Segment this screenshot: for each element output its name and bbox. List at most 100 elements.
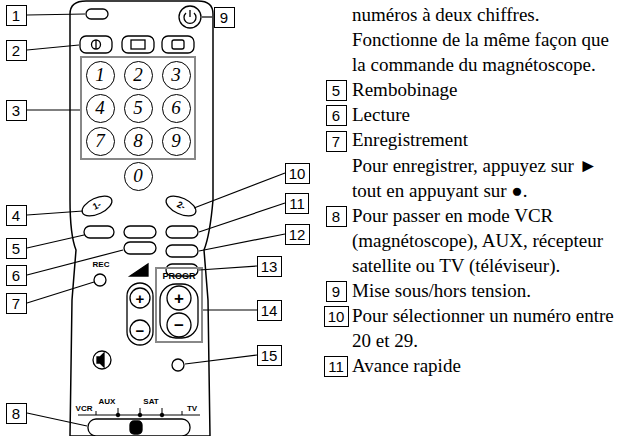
volume-up xyxy=(130,288,150,308)
mode-switch xyxy=(88,419,190,436)
node-text: 10 xyxy=(289,165,306,182)
leader-lines xyxy=(199,203,285,232)
leader-lines xyxy=(27,250,123,275)
node-text: 11 xyxy=(328,358,344,375)
callout-number: 1 xyxy=(6,5,27,26)
node-text: 5 xyxy=(332,82,340,99)
program-rocker xyxy=(160,284,198,338)
small-button xyxy=(172,359,184,371)
callout-number: 7 xyxy=(326,131,347,152)
node-text: 7 xyxy=(332,133,340,150)
node-text: 14 xyxy=(261,302,278,319)
remote-buttons xyxy=(79,6,202,436)
leader-lines xyxy=(27,235,84,248)
button-label: 1- xyxy=(91,200,102,212)
callout-number: 10 xyxy=(324,306,349,327)
leader-lines xyxy=(27,211,83,215)
callout-number: 11 xyxy=(324,356,348,377)
switch-label: SAT xyxy=(143,398,158,406)
button-label: 2- xyxy=(175,200,186,212)
program-down xyxy=(167,313,191,337)
node-text: 9 xyxy=(220,9,228,26)
button-icon xyxy=(95,40,96,49)
leader-lines xyxy=(203,309,257,310)
digit-prefix-button xyxy=(163,192,199,220)
volume-rocker xyxy=(127,283,153,345)
program-sign: − xyxy=(174,317,184,334)
callout-number: 12 xyxy=(285,224,310,245)
node-text: 5 xyxy=(12,240,20,257)
callout-number: 9 xyxy=(326,281,347,302)
callout-number: 5 xyxy=(326,80,347,101)
leader-lines xyxy=(27,282,94,303)
leader-lines xyxy=(27,413,87,426)
node-text: 6 xyxy=(12,267,20,284)
callout-number: 6 xyxy=(326,105,347,126)
node-text: 10 xyxy=(328,308,345,325)
digit-button: 5 xyxy=(124,94,153,123)
callout-number: 11 xyxy=(285,193,309,214)
digit-button: 9 xyxy=(162,127,191,156)
stop-button xyxy=(166,245,198,257)
switch-bracket xyxy=(78,408,200,417)
play-button xyxy=(124,242,156,254)
callout-number: 6 xyxy=(6,265,27,286)
mute-icon xyxy=(97,353,104,367)
switch-label: AUX xyxy=(99,398,116,406)
description-text: Pour passer en mode VCR (magnétoscope), … xyxy=(352,203,624,278)
button-icon xyxy=(172,40,184,49)
program-sign: + xyxy=(174,290,184,307)
digit-button: 4 xyxy=(86,94,115,123)
callout-number: 13 xyxy=(257,256,282,277)
remote-body xyxy=(70,1,213,436)
leader-lines xyxy=(27,109,80,110)
program-group-frame xyxy=(156,268,202,342)
leader-lines xyxy=(202,16,212,17)
volume-sign: + xyxy=(136,291,145,306)
node-text: 4 xyxy=(12,207,20,224)
node-text: 11 xyxy=(289,195,305,212)
node-text: 7 xyxy=(12,295,20,312)
callout-number: 10 xyxy=(285,163,310,184)
toggle-switch xyxy=(86,9,108,19)
node-text: 5 xyxy=(133,97,143,119)
node-text: 1 xyxy=(95,64,105,86)
top-button xyxy=(162,36,194,53)
digit-button: 0 xyxy=(124,162,153,191)
button-icon xyxy=(131,40,145,49)
digit-button: 7 xyxy=(86,127,115,156)
node-text: 1 xyxy=(12,7,20,24)
digit-button: 6 xyxy=(162,94,191,123)
button-label: REC xyxy=(93,261,110,269)
node-text: 9 xyxy=(171,130,181,152)
callout-number: 8 xyxy=(326,206,347,227)
leader-lines xyxy=(185,355,257,364)
callout-number: 2 xyxy=(6,40,27,61)
fast-forward-button xyxy=(166,226,198,238)
node-text: 15 xyxy=(261,347,278,364)
switch-label: TV xyxy=(187,405,197,413)
button-label: PROGR xyxy=(162,272,195,281)
transport-button xyxy=(124,226,156,238)
program-up xyxy=(167,286,191,310)
digit-prefix-button xyxy=(79,192,115,220)
top-button xyxy=(80,36,112,53)
callout-number: 5 xyxy=(6,238,27,259)
node-text: 13 xyxy=(261,258,278,275)
callout-number: 3 xyxy=(6,100,27,121)
leader-lines xyxy=(27,14,285,426)
mute-button xyxy=(93,351,111,369)
volume-symbol xyxy=(130,264,148,276)
node-text: 0 xyxy=(133,165,143,187)
node-text: 8 xyxy=(332,208,340,225)
description-text: Pour enregistrer, appuyez sur ► tout en … xyxy=(352,153,624,203)
remote-body xyxy=(70,1,213,436)
leader-lines xyxy=(199,266,257,270)
node-text: 8 xyxy=(133,130,143,152)
description-text: Pour sélectionner un numéro entre 20 et … xyxy=(352,303,624,353)
callout-number: 7 xyxy=(6,293,27,314)
digit-group-frame xyxy=(81,57,195,159)
description-text: Lecture xyxy=(352,102,624,127)
switch-label: VCR xyxy=(76,405,93,413)
callout-number: 4 xyxy=(6,205,27,226)
